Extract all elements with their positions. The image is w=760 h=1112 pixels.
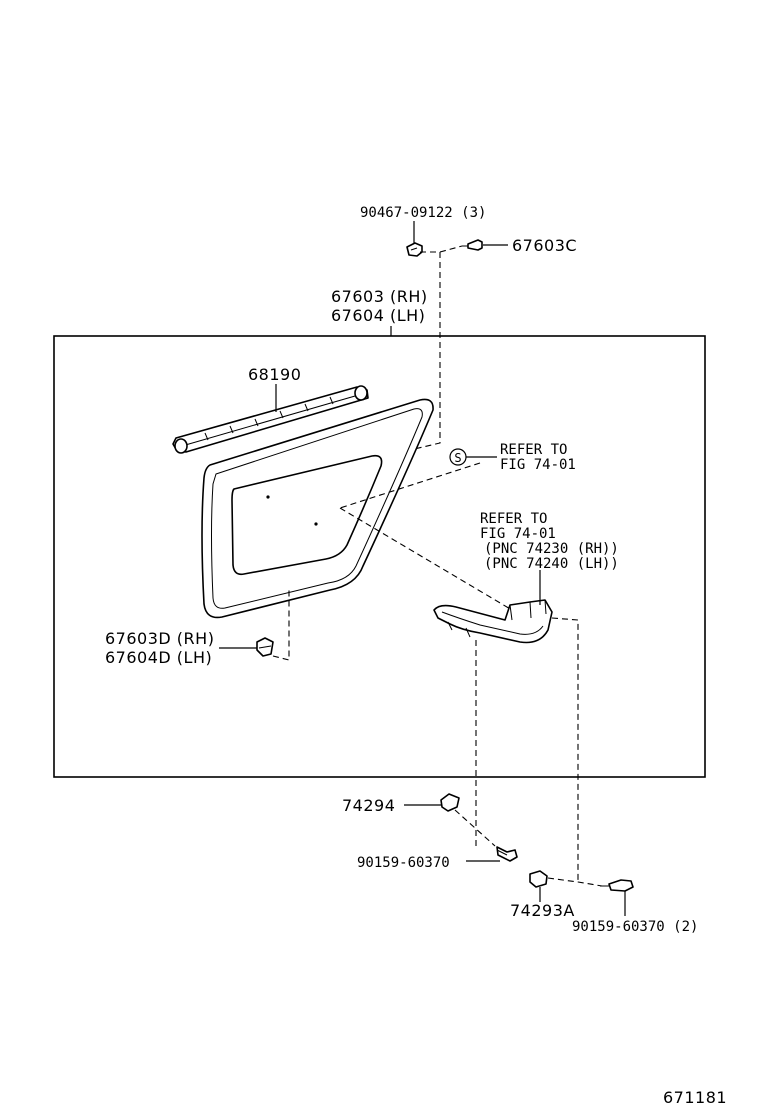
label-74294: 74294 (342, 796, 395, 815)
refer-symbol-s: S (449, 448, 467, 466)
label-68190: 68190 (248, 365, 301, 384)
label-90159-a: 90159-60370 (357, 855, 450, 871)
dash-top-clip (420, 245, 463, 253)
label-67603-rh: 67603 (RH) (331, 287, 428, 306)
nut-74293a-icon (529, 870, 548, 888)
clip-74294-icon (440, 793, 460, 812)
dash-handle-right (551, 617, 579, 880)
weatherstrip-68190-icon (172, 385, 369, 454)
clip-67603d-icon (256, 637, 274, 657)
figure-id: 671181 (663, 1088, 727, 1107)
refer2-line4: (PNC 74240 (LH)) (484, 556, 619, 572)
dash-vertical-clip (409, 252, 441, 451)
refer1-line2: FIG 74-01 (500, 457, 576, 473)
label-67604-lh: 67604 (LH) (331, 306, 425, 325)
door-trim-panel-icon (201, 398, 434, 619)
label-90467: 90467-09122 (3) (360, 205, 486, 221)
label-74293a: 74293A (510, 901, 575, 920)
screw-90159-b-icon (600, 879, 634, 892)
dash-refer1 (339, 462, 481, 509)
label-67604d: 67604D (LH) (105, 648, 212, 667)
label-67603c: 67603C (512, 236, 577, 255)
armrest-handle-icon (433, 599, 553, 644)
screw-90159-a-icon (496, 846, 518, 862)
dash-to-handle (339, 507, 513, 611)
label-67603d: 67603D (RH) (105, 629, 214, 648)
refer1-line1: REFER TO (500, 442, 567, 458)
clip-90467-icon (406, 242, 423, 257)
assembly-frame (53, 335, 706, 778)
screw-67603c-icon (462, 239, 483, 251)
dash-67603d (272, 588, 290, 661)
dash-lower-right (547, 877, 603, 887)
refer2-line1: REFER TO (480, 511, 547, 527)
refer2-line2: FIG 74-01 (480, 526, 556, 542)
dash-74294 (454, 809, 496, 847)
label-90159-b: 90159-60370 (2) (572, 919, 698, 935)
refer2-line3: (PNC 74230 (RH)) (484, 541, 619, 557)
refer-symbol-text: S (454, 451, 461, 465)
